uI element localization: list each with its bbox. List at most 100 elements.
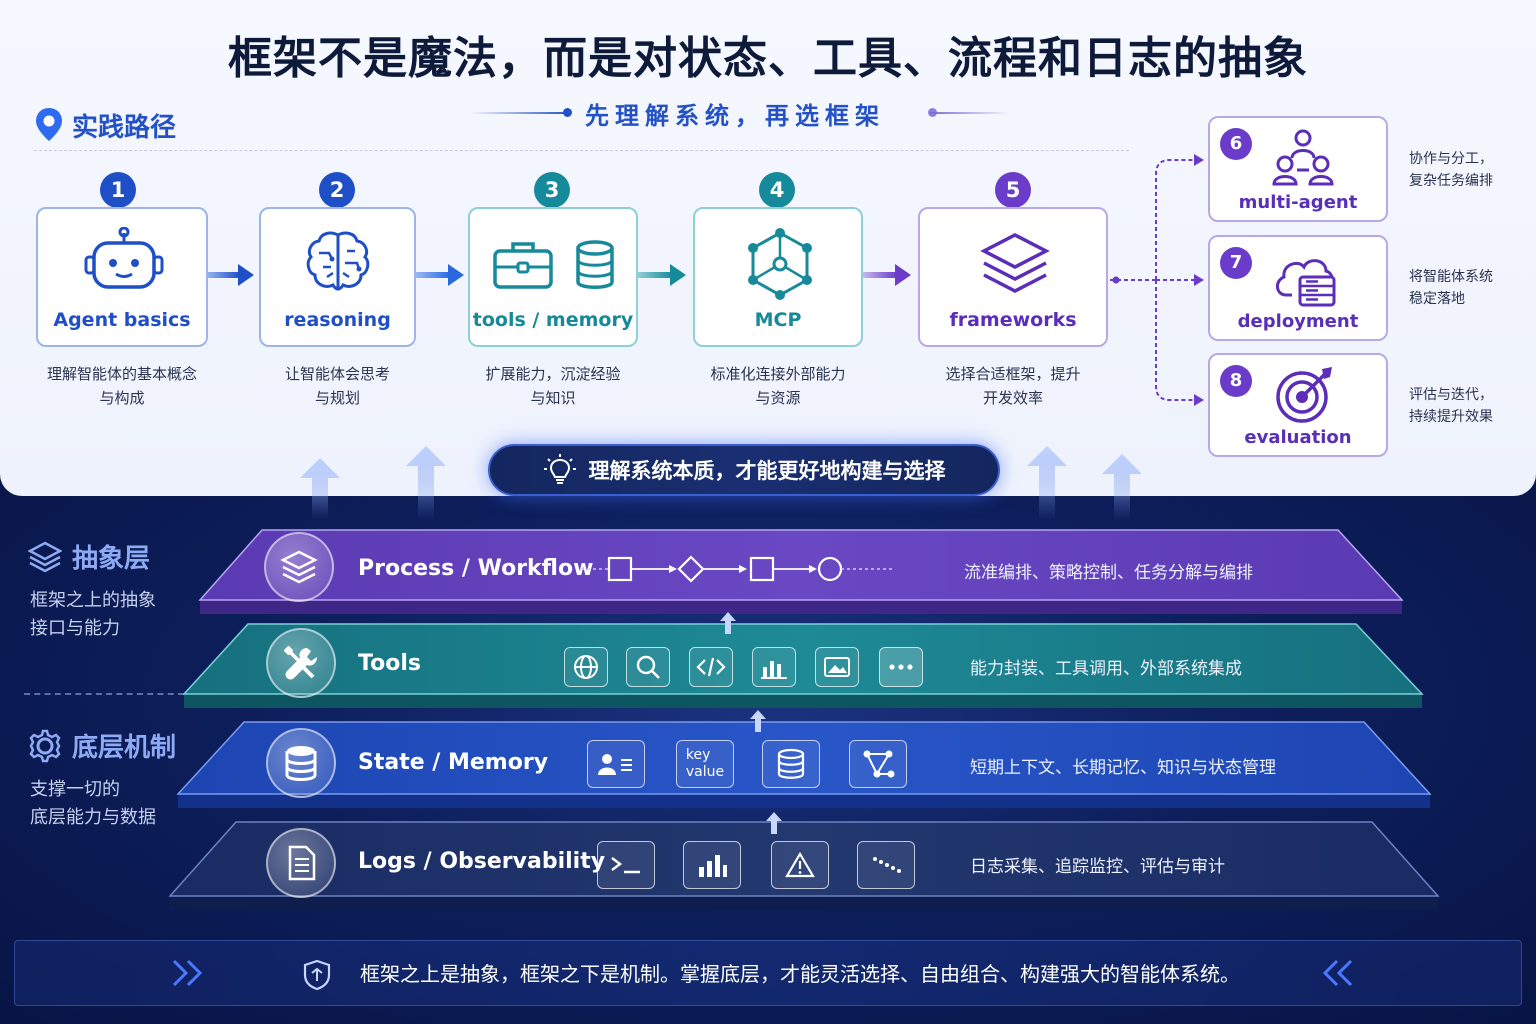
step-description-line: 选择合适框架，提升 [945, 365, 1081, 383]
layer-description: 能力封装、工具调用、外部系统集成 [970, 659, 1242, 679]
step-description-line: 扩展能力，沉淀经验 [485, 365, 621, 383]
layers-icon [28, 541, 62, 572]
step-description-line: 与规划 [314, 389, 360, 407]
layer-process-workflow[interactable]: Process / Workflow 流准编排、策略控制、任务分解与编排 [196, 528, 1406, 622]
branch-evaluation[interactable]: 8 evaluation [1208, 353, 1388, 457]
abstraction-heading: 抽象层 [28, 538, 150, 575]
subtitle-dot-left [563, 108, 572, 117]
step-description-line: 与知识 [530, 389, 576, 407]
branch-description-line: 持续提升效果 [1409, 409, 1493, 425]
step-description-line: 标准化连接外部能力 [710, 365, 846, 383]
page-subtitle: 先理解系统，再选框架 [585, 102, 885, 130]
up-arrow-icon [406, 446, 446, 520]
up-arrow-icon [1027, 446, 1067, 520]
step-tools-memory[interactable]: 3 tools / memory 扩展能力，沉淀经验 与知识 [468, 172, 638, 412]
document-icon [288, 845, 316, 881]
branch-description-line: 复杂任务编排 [1409, 173, 1493, 189]
wrench-screwdriver-icon [283, 645, 317, 680]
lightbulb-icon [543, 454, 576, 484]
layer-logs-observability[interactable]: Logs / Observability 日志采集、追踪监控、评估与审计 [166, 820, 1442, 920]
globe-icon [564, 647, 608, 687]
step-number-badge: 5 [995, 172, 1031, 208]
step-description-line: 理解智能体的基本概念 [46, 365, 197, 383]
practice-heading: 实践路径 [34, 106, 176, 144]
target-icon [1276, 367, 1332, 423]
layer-description: 流准编排、策略控制、任务分解与编排 [964, 563, 1253, 583]
step-card: Agent basics [36, 207, 208, 347]
up-arrow-icon [300, 458, 340, 520]
arrow-right-icon [416, 264, 464, 286]
brain-icon [306, 231, 370, 291]
footer-text: 框架之上是抽象，框架之下是机制。掌握底层，才能灵活选择、自由组合、构建强大的智能… [360, 962, 1240, 986]
database-icon-badge [266, 728, 336, 798]
arrow-right-icon [206, 264, 254, 286]
abstraction-description-line: 框架之上的抽象 [30, 590, 156, 611]
branch-description-line: 将智能体系统 [1409, 269, 1493, 285]
arrow-right-icon [863, 264, 911, 286]
subtitle-line-right [930, 112, 1010, 114]
step-description: 理解智能体的基本概念 与构成 [26, 362, 218, 410]
small-up-arrow-icon [766, 812, 782, 834]
graph-nodes-icon [849, 740, 907, 788]
step-label: tools / memory [472, 309, 634, 331]
step-frameworks[interactable]: 5 frameworks 选择合适框架，提升 开发效率 [918, 172, 1108, 412]
slab-shape [182, 623, 1424, 708]
branch-description-line: 稳定落地 [1409, 291, 1465, 307]
mechanism-heading: 底层机制 [28, 727, 176, 764]
robot-icon [84, 227, 164, 289]
branch-number-badge: 8 [1220, 365, 1252, 397]
step-number-badge: 4 [759, 172, 795, 208]
wrench-icon-badge [266, 628, 336, 698]
more-icon [879, 647, 923, 687]
branch-connector [1110, 154, 1204, 406]
step-agent-basics[interactable]: 1 Agent basics 理解智能体的基本概念 与构成 [36, 172, 208, 412]
arrow-right-icon [638, 264, 686, 286]
database-icon [576, 240, 614, 289]
layers-icon-badge [264, 532, 334, 602]
small-up-arrow-icon [720, 612, 736, 634]
abstraction-description-line: 接口与能力 [30, 618, 120, 639]
branch-description-line: 评估与迭代， [1409, 387, 1493, 403]
subtitle-line-left [470, 112, 570, 114]
step-description: 标准化连接外部能力 与资源 [683, 362, 873, 410]
branch-multi-agent[interactable]: 6 multi-agent [1208, 116, 1388, 222]
network-hexagon-icon [748, 228, 812, 300]
shield-icon [303, 959, 331, 991]
insight-banner: 理解系统本质，才能更好地构建与选择 [488, 444, 1000, 496]
mechanism-description-line: 支撑一切的 [30, 779, 120, 800]
document-icon-badge [266, 828, 336, 898]
step-label: MCP [754, 309, 802, 331]
step-reasoning[interactable]: 2 reasoning 让智能体会思考 与规划 [259, 172, 416, 412]
database-stack-icon [762, 740, 820, 788]
layer-state-memory[interactable]: State / Memory key value 短期上下文、长期记忆、知识与状… [174, 720, 1434, 820]
step-description-line: 开发效率 [982, 389, 1043, 407]
bar-chart-icon [752, 647, 796, 687]
double-chevron-left-icon [1322, 959, 1353, 987]
step-description: 选择合适框架，提升 开发效率 [918, 362, 1108, 410]
layer-tools[interactable]: Tools 能力封装、工具调用、外部系统集成 [180, 622, 1426, 720]
step-mcp[interactable]: 4 MCP 标准化连接外部能力 与资源 [693, 172, 863, 412]
branch-deployment[interactable]: 7 deployment [1208, 235, 1388, 341]
step-description-line: 与构成 [99, 389, 145, 407]
layer-title: Tools [358, 651, 421, 676]
mechanism-description: 支撑一切的 底层能力与数据 [30, 776, 156, 832]
footer-banner [14, 940, 1522, 1006]
search-icon [626, 647, 670, 687]
branch-label: multi-agent [1238, 192, 1358, 213]
location-pin-icon [36, 108, 62, 141]
branch-description: 将智能体系统 稳定落地 [1409, 266, 1493, 310]
abstraction-description: 框架之上的抽象 接口与能力 [30, 587, 156, 643]
team-icon [1272, 129, 1334, 186]
branch-description-line: 协作与分工， [1409, 151, 1493, 167]
toolbox-icon [493, 242, 553, 289]
step-label: frameworks [949, 309, 1077, 331]
key-value-tile: key value [676, 740, 734, 788]
step-card: frameworks [918, 207, 1108, 347]
insight-text: 理解系统本质，才能更好地构建与选择 [588, 459, 946, 483]
mechanism-description-line: 底层能力与数据 [30, 807, 156, 828]
branch-label: deployment [1237, 311, 1359, 332]
up-arrow-icon [1102, 454, 1142, 520]
practice-divider [34, 150, 1129, 151]
step-card: tools / memory [468, 207, 638, 347]
abstraction-heading-label: 抽象层 [72, 544, 151, 574]
